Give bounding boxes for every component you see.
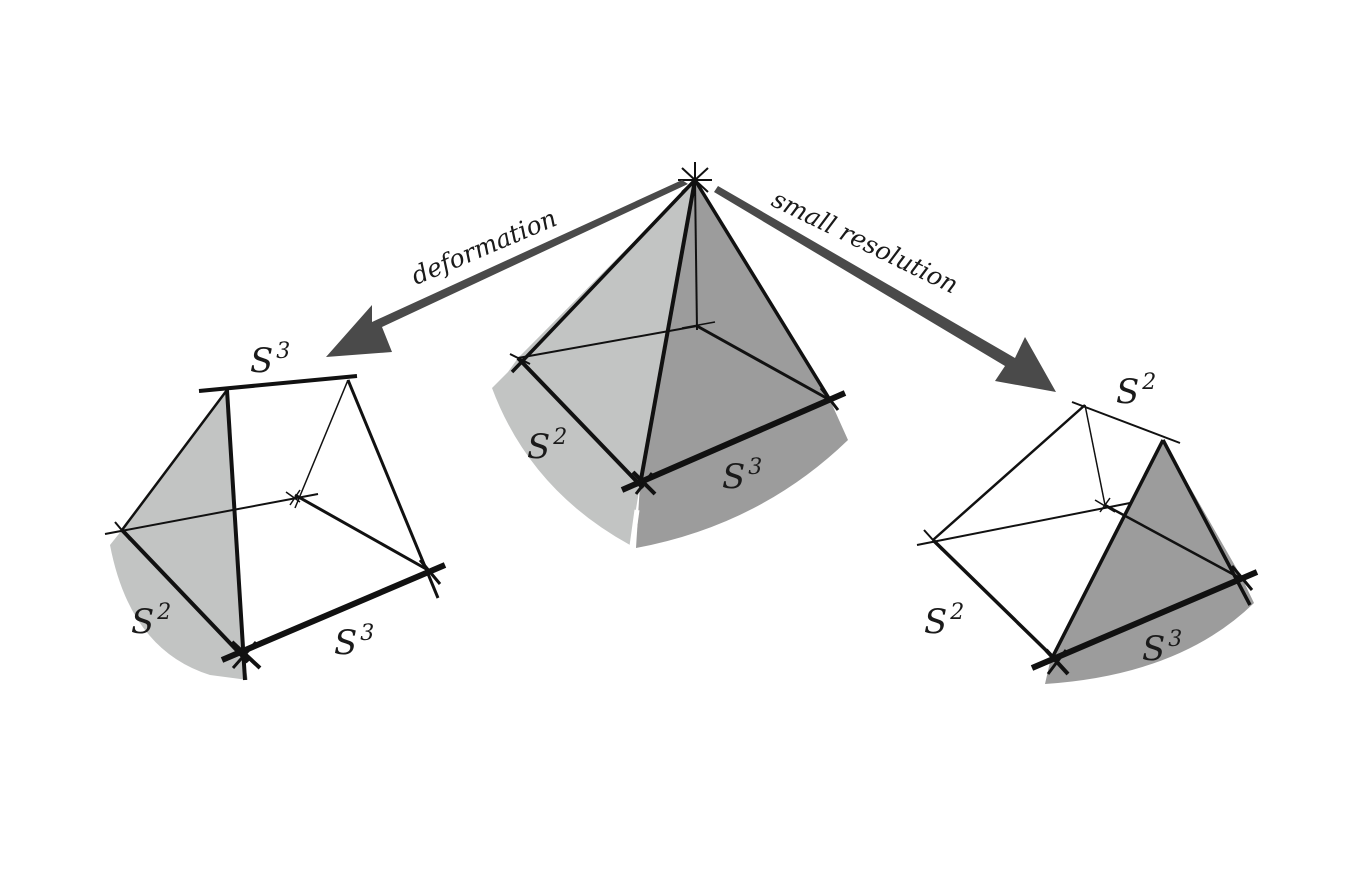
left-shaded-triangle (122, 390, 243, 655)
right-thick-edges (931, 439, 1259, 671)
right-ticks (923, 529, 1254, 676)
left-ticks (114, 521, 442, 670)
left-thin-edges (104, 379, 349, 535)
right-shaded-cap (1045, 578, 1254, 684)
left-shaded-cap (110, 530, 248, 680)
right-thin-edges (916, 401, 1241, 580)
center-right-region (636, 180, 848, 548)
center-thick-edges (510, 178, 847, 493)
apex-singular-point-icon (678, 162, 712, 196)
center-ticks (509, 353, 840, 496)
